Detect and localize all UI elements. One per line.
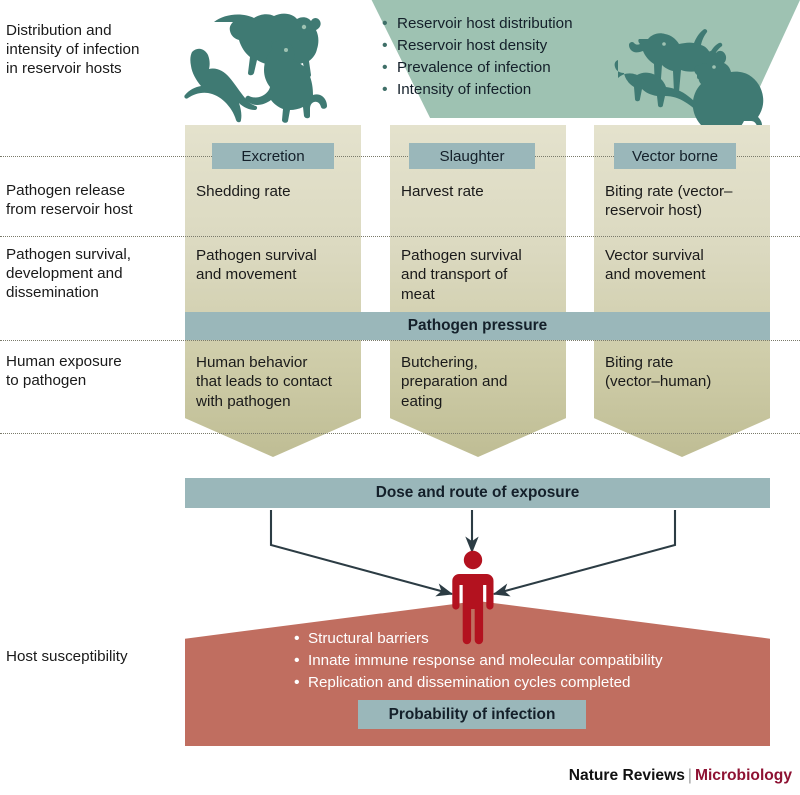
reservoir-bullet: Reservoir host density — [382, 34, 632, 57]
probability-of-infection-label: Probability of infection — [388, 705, 556, 723]
column-header-excretion[interactable]: Excretion — [212, 143, 334, 169]
column-header-slaughter[interactable]: Slaughter — [409, 143, 535, 169]
separator-survival — [0, 236, 800, 237]
bat-icon — [184, 48, 258, 123]
arrow-left — [269, 510, 454, 597]
footer-separator: | — [687, 767, 692, 784]
cell-survival-vector-borne: Vector survival and movement — [605, 247, 706, 284]
reservoir-bullet: Prevalence of infection — [382, 56, 632, 79]
arrow-right — [492, 510, 677, 597]
susceptibility-bullet: Innate immune response and molecular com… — [294, 649, 744, 672]
footer-journal: Microbiology — [694, 767, 792, 784]
row-label-reservoir: Distribution and intensity of infection … — [6, 22, 140, 77]
cell-exposure-vector-borne: Biting rate (vector–human) — [605, 354, 712, 391]
row-label-host-susceptibility: Host susceptibility — [6, 648, 128, 665]
footer-brand: Nature Reviews — [568, 767, 685, 784]
susceptibility-bullet: Structural barriers — [294, 627, 744, 650]
cell-release-vector-borne: Biting rate (vector– reservoir host) — [605, 183, 733, 220]
column-header-vector-borne[interactable]: Vector borne — [614, 143, 736, 169]
pathway-column-vector-borne — [594, 125, 770, 457]
cell-survival-excretion: Pathogen survival and movement — [196, 247, 317, 284]
separator-release — [0, 156, 800, 157]
cell-release-excretion: Shedding rate — [196, 183, 291, 200]
host-susceptibility-bullet-list: Structural barriers Innate immune respon… — [294, 627, 744, 694]
row-label-pathogen-survival: Pathogen survival, development and disse… — [6, 246, 131, 301]
susceptibility-bullet: Replication and dissemination cycles com… — [294, 671, 744, 694]
reservoir-bullet: Intensity of infection — [382, 78, 632, 101]
cell-release-slaughter: Harvest rate — [401, 183, 484, 200]
column-header-label: Excretion — [241, 147, 305, 165]
column-header-label: Slaughter — [439, 147, 505, 165]
dose-and-route-bar: Dose and route of exposure — [185, 478, 770, 508]
journal-footer: Nature Reviews|Microbiology — [569, 767, 792, 785]
pig-icon — [214, 13, 321, 83]
reservoir-bullet-list: Reservoir host distribution Reservoir ho… — [382, 12, 632, 101]
row-label-human-exposure: Human exposure to pathogen — [6, 353, 122, 389]
primate-icon — [245, 40, 327, 123]
cell-survival-slaughter: Pathogen survival and transport of meat — [401, 247, 522, 303]
pathway-column-slaughter — [390, 125, 566, 457]
pathogen-pressure-label: Pathogen pressure — [407, 317, 548, 334]
pathway-column-excretion — [185, 125, 361, 457]
column-header-label: Vector borne — [631, 147, 719, 165]
cell-exposure-excretion: Human behavior that leads to contact wit… — [196, 354, 332, 410]
dose-and-route-label: Dose and route of exposure — [375, 484, 580, 501]
reservoir-bullet: Reservoir host distribution — [382, 12, 632, 35]
row-label-pathogen-release: Pathogen release from reservoir host — [6, 182, 133, 218]
probability-of-infection-chip: Probability of infection — [358, 700, 586, 729]
separator-bottom — [0, 433, 800, 434]
pathogen-pressure-bar: Pathogen pressure — [185, 312, 770, 340]
cell-exposure-slaughter: Butchering, preparation and eating — [401, 354, 508, 410]
separator-exposure — [0, 340, 800, 341]
